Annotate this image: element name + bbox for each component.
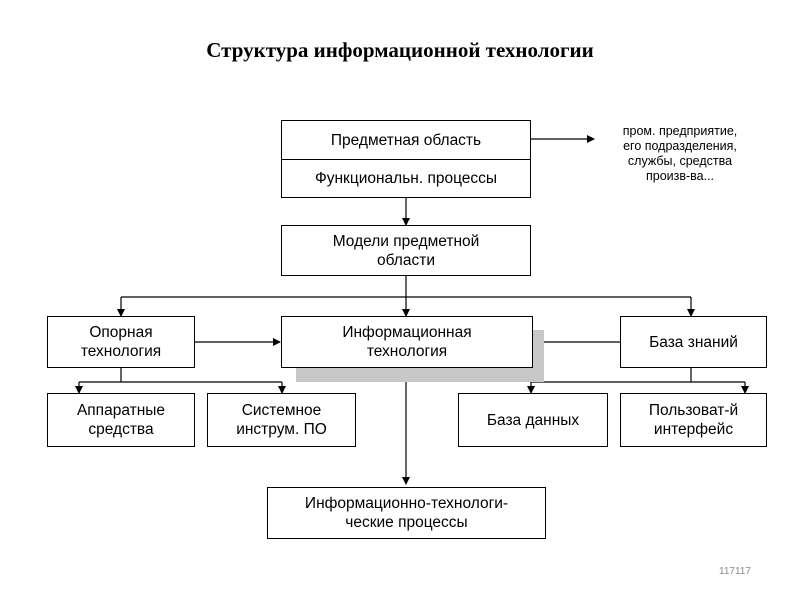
box-subject-models-label: Модели предметной области (332, 232, 480, 269)
box-system-software-label: Системное инструм. ПО (236, 402, 327, 438)
box-it-processes: Информационно-технологи- ческие процессы (267, 487, 546, 539)
box-functional-processes-label: Функциональн. процессы (314, 170, 498, 187)
box-knowledge-base: База знаний (620, 316, 767, 368)
box-subject-area-label: Предметная область (330, 131, 482, 149)
box-database-label: База данных (486, 411, 580, 429)
box-core-technology: Опорная технология (47, 316, 195, 368)
box-functional-processes: Функциональн. процессы (281, 159, 531, 198)
subject-area-note: пром. предприятие, его подразделения, сл… (622, 124, 738, 183)
box-it-processes-label: Информационно-технологи- ческие процессы (304, 495, 509, 531)
box-subject-models: Модели предметной области (281, 225, 531, 276)
box-hardware-label: Аппаратные средства (76, 402, 166, 438)
box-info-technology: Информационная технология (281, 316, 533, 368)
box-core-technology-label: Опорная технология (80, 324, 162, 360)
page-number: 117117 (719, 566, 751, 577)
box-subject-area: Предметная область (281, 120, 531, 160)
box-system-software: Системное инструм. ПО (207, 393, 356, 447)
diagram-title: Структура информационной технологии (206, 38, 594, 62)
box-info-technology-label: Информационная технология (342, 324, 472, 360)
box-user-interface: Пользоват-й интерфейс (620, 393, 767, 447)
box-database: База данных (458, 393, 608, 447)
box-knowledge-base-label: База знаний (649, 333, 738, 351)
box-hardware: Аппаратные средства (47, 393, 195, 447)
box-user-interface-label: Пользоват-й интерфейс (648, 402, 739, 438)
